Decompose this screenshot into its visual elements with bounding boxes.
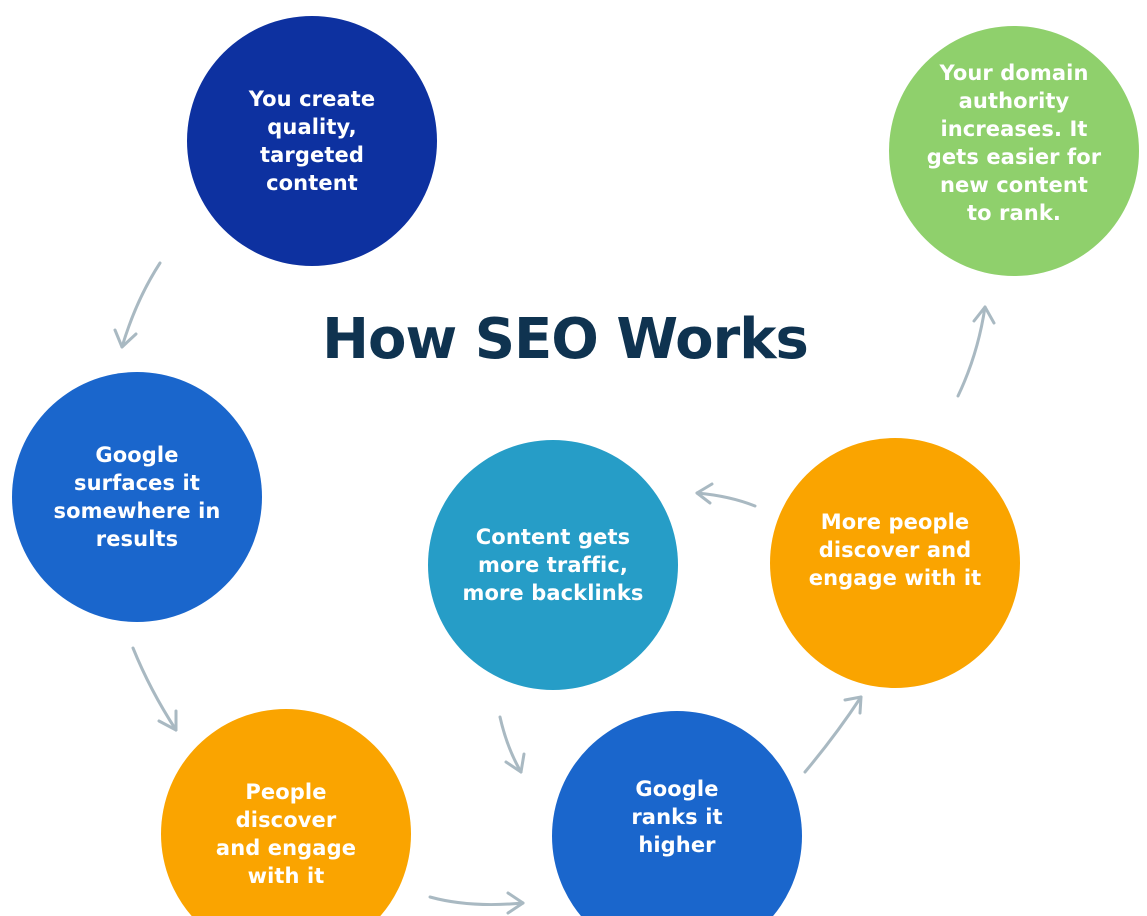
arrow-more-people-to-authority <box>956 305 996 398</box>
step-label: Content gets more traffic, more backlink… <box>462 525 644 605</box>
step-more-people: More people discover and engage with it <box>770 438 1020 688</box>
step-label: Google surfaces it somewhere in results <box>53 443 221 551</box>
step-label: Google ranks it higher <box>631 777 723 857</box>
step-label: You create quality, targeted content <box>248 87 376 195</box>
arrow-discover-to-ranks <box>428 891 525 915</box>
step-domain-authority: Your domain authority increases. It gets… <box>889 26 1139 276</box>
arrow-traffic-to-ranks <box>498 715 526 774</box>
arrow-ranks-to-more-people <box>803 695 863 774</box>
arrow-more-people-to-traffic <box>695 482 757 508</box>
step-label: More people discover and engage with it <box>808 510 982 590</box>
diagram-title: How SEO Works <box>322 307 809 372</box>
step-label: Your domain authority increases. It gets… <box>926 61 1102 225</box>
step-people-discover: People discover and engage with it <box>161 709 411 916</box>
arrow-surfaces-to-discover <box>131 646 178 732</box>
step-create-content: You create quality, targeted content <box>187 16 437 266</box>
step-more-traffic: Content gets more traffic, more backlink… <box>428 440 678 690</box>
step-google-surfaces: Google surfaces it somewhere in results <box>12 372 262 622</box>
step-google-ranks: Google ranks it higher <box>552 711 802 916</box>
arrow-create-to-surfaces <box>113 261 162 349</box>
step-label: People discover and engage with it <box>215 780 357 888</box>
